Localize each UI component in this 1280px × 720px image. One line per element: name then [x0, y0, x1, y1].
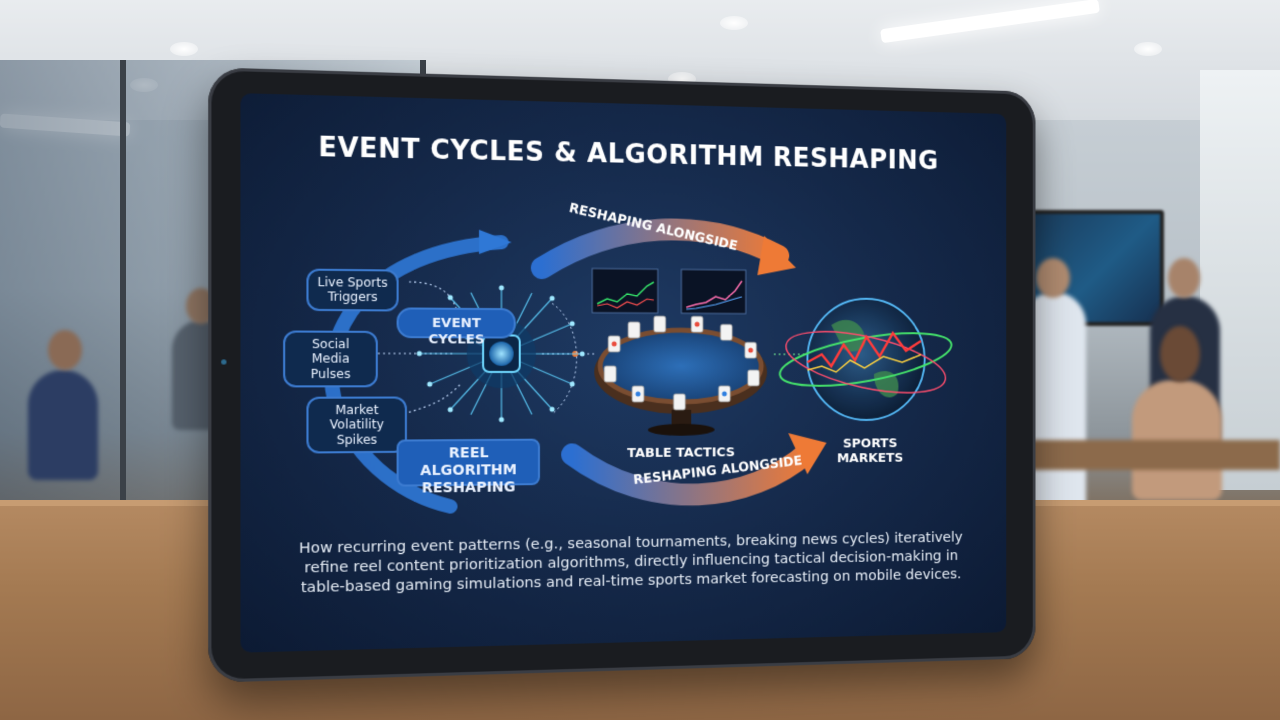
background-desk — [1030, 440, 1280, 470]
trigger-label: Social Media Pulses — [310, 336, 351, 381]
trigger-social-media: Social Media Pulses — [283, 330, 378, 388]
event-cycles-pill: EVENT CYCLES — [396, 307, 516, 347]
tablet-screen: EVENT CYCLES & ALGORITHM RESHAPING — [240, 93, 1007, 653]
poker-table-icon — [594, 316, 767, 436]
cycle-arrowhead — [479, 229, 512, 255]
ai-brain-chip-icon — [416, 285, 585, 423]
table-tactics-label: TABLE TACTICS — [627, 445, 736, 462]
sports-markets-label: SPORTS MARKETS — [836, 436, 904, 467]
person-silhouette — [28, 370, 98, 480]
person-head — [1168, 258, 1200, 298]
ceiling-light — [170, 42, 198, 56]
mini-chart-right — [681, 269, 745, 313]
mini-chart-left — [592, 269, 658, 314]
trigger-live-sports: Live Sports Triggers — [306, 268, 399, 312]
trigger-label: Live Sports Triggers — [317, 274, 388, 305]
reel-algorithm-label: REEL ALGORITHM RESHAPING — [420, 445, 517, 497]
ceiling-light — [1134, 42, 1162, 56]
glass-frame — [120, 60, 126, 530]
person-head — [48, 330, 82, 370]
person-head — [1036, 258, 1070, 298]
trigger-market-volatility: Market Volatility Spikes — [306, 396, 407, 454]
person-head — [1160, 326, 1200, 382]
tablet-camera — [221, 359, 227, 365]
reel-algorithm-pill: REEL ALGORITHM RESHAPING — [396, 438, 540, 496]
event-cycles-label: EVENT CYCLES — [428, 315, 485, 348]
ceiling-light — [720, 16, 748, 30]
tablet-device: EVENT CYCLES & ALGORITHM RESHAPING — [208, 67, 1036, 683]
trigger-label: Market Volatility Spikes — [329, 402, 384, 447]
top-arrowhead — [757, 235, 796, 276]
globe-icon — [776, 298, 955, 420]
diagram-graphics — [240, 93, 1006, 653]
